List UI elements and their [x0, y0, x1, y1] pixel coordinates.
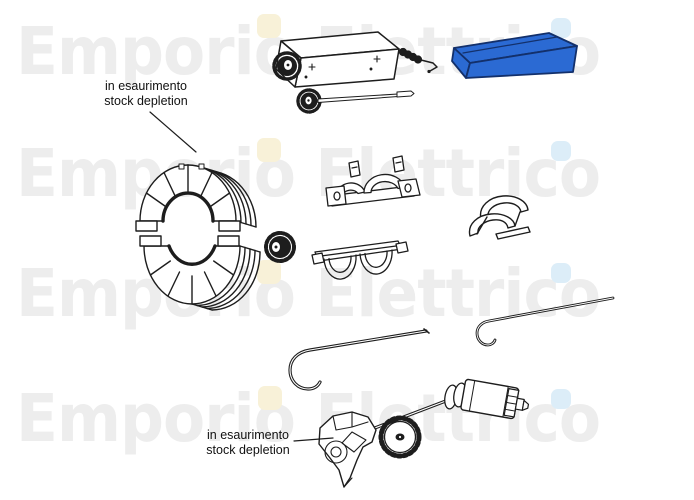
watermark-dot-blue: [551, 263, 571, 283]
part-pinion-gear[interactable]: [264, 231, 296, 263]
part-c-clip[interactable]: [468, 195, 531, 240]
watermark-row: Emporio Elettrico: [16, 261, 601, 327]
part-drum-half-shell-top[interactable]: [135, 163, 257, 232]
part-clamp-half-bottom[interactable]: [311, 240, 409, 280]
stock-depletion-note-bottom: in esaurimento stock depletion: [200, 428, 296, 458]
part-gear-shaft[interactable]: [296, 88, 415, 114]
note-line-italian: in esaurimento: [207, 428, 289, 442]
part-clamp-half-top[interactable]: [325, 155, 421, 207]
toothed-disc: [378, 415, 422, 459]
knob-knurled: [272, 51, 302, 81]
part-motor-assembly[interactable]: [318, 378, 531, 488]
screw-marks: [304, 55, 381, 79]
note-line-english: stock depletion: [206, 443, 290, 457]
watermark-dot-yellow: [257, 14, 281, 38]
note-line-italian: in esaurimento: [105, 79, 187, 93]
watermark-dot-yellow: [257, 260, 281, 284]
motor-body: [460, 378, 530, 420]
part-hook-rod-left[interactable]: [288, 328, 430, 391]
leader-line-top: [149, 111, 197, 153]
part-power-unit-box[interactable]: [272, 31, 438, 88]
watermark-dot-yellow: [257, 138, 281, 162]
part-drum-half-shell-bottom[interactable]: [139, 235, 261, 311]
coil-spring: [398, 47, 438, 74]
stock-depletion-note-top: in esaurimento stock depletion: [96, 79, 196, 109]
watermark-dot-blue: [551, 18, 571, 38]
note-line-english: stock depletion: [104, 94, 188, 108]
part-selected-cover-blue[interactable]: [451, 32, 578, 79]
part-hook-rod-right[interactable]: [475, 296, 615, 347]
watermark-dot-yellow: [258, 386, 282, 410]
watermark-dot-blue: [551, 389, 571, 409]
leader-line-bottom: [293, 437, 334, 442]
watermark-dot-blue: [551, 141, 571, 161]
motor-bracket: [318, 411, 377, 488]
watermark-text: Emporio Elettrico: [16, 255, 601, 332]
